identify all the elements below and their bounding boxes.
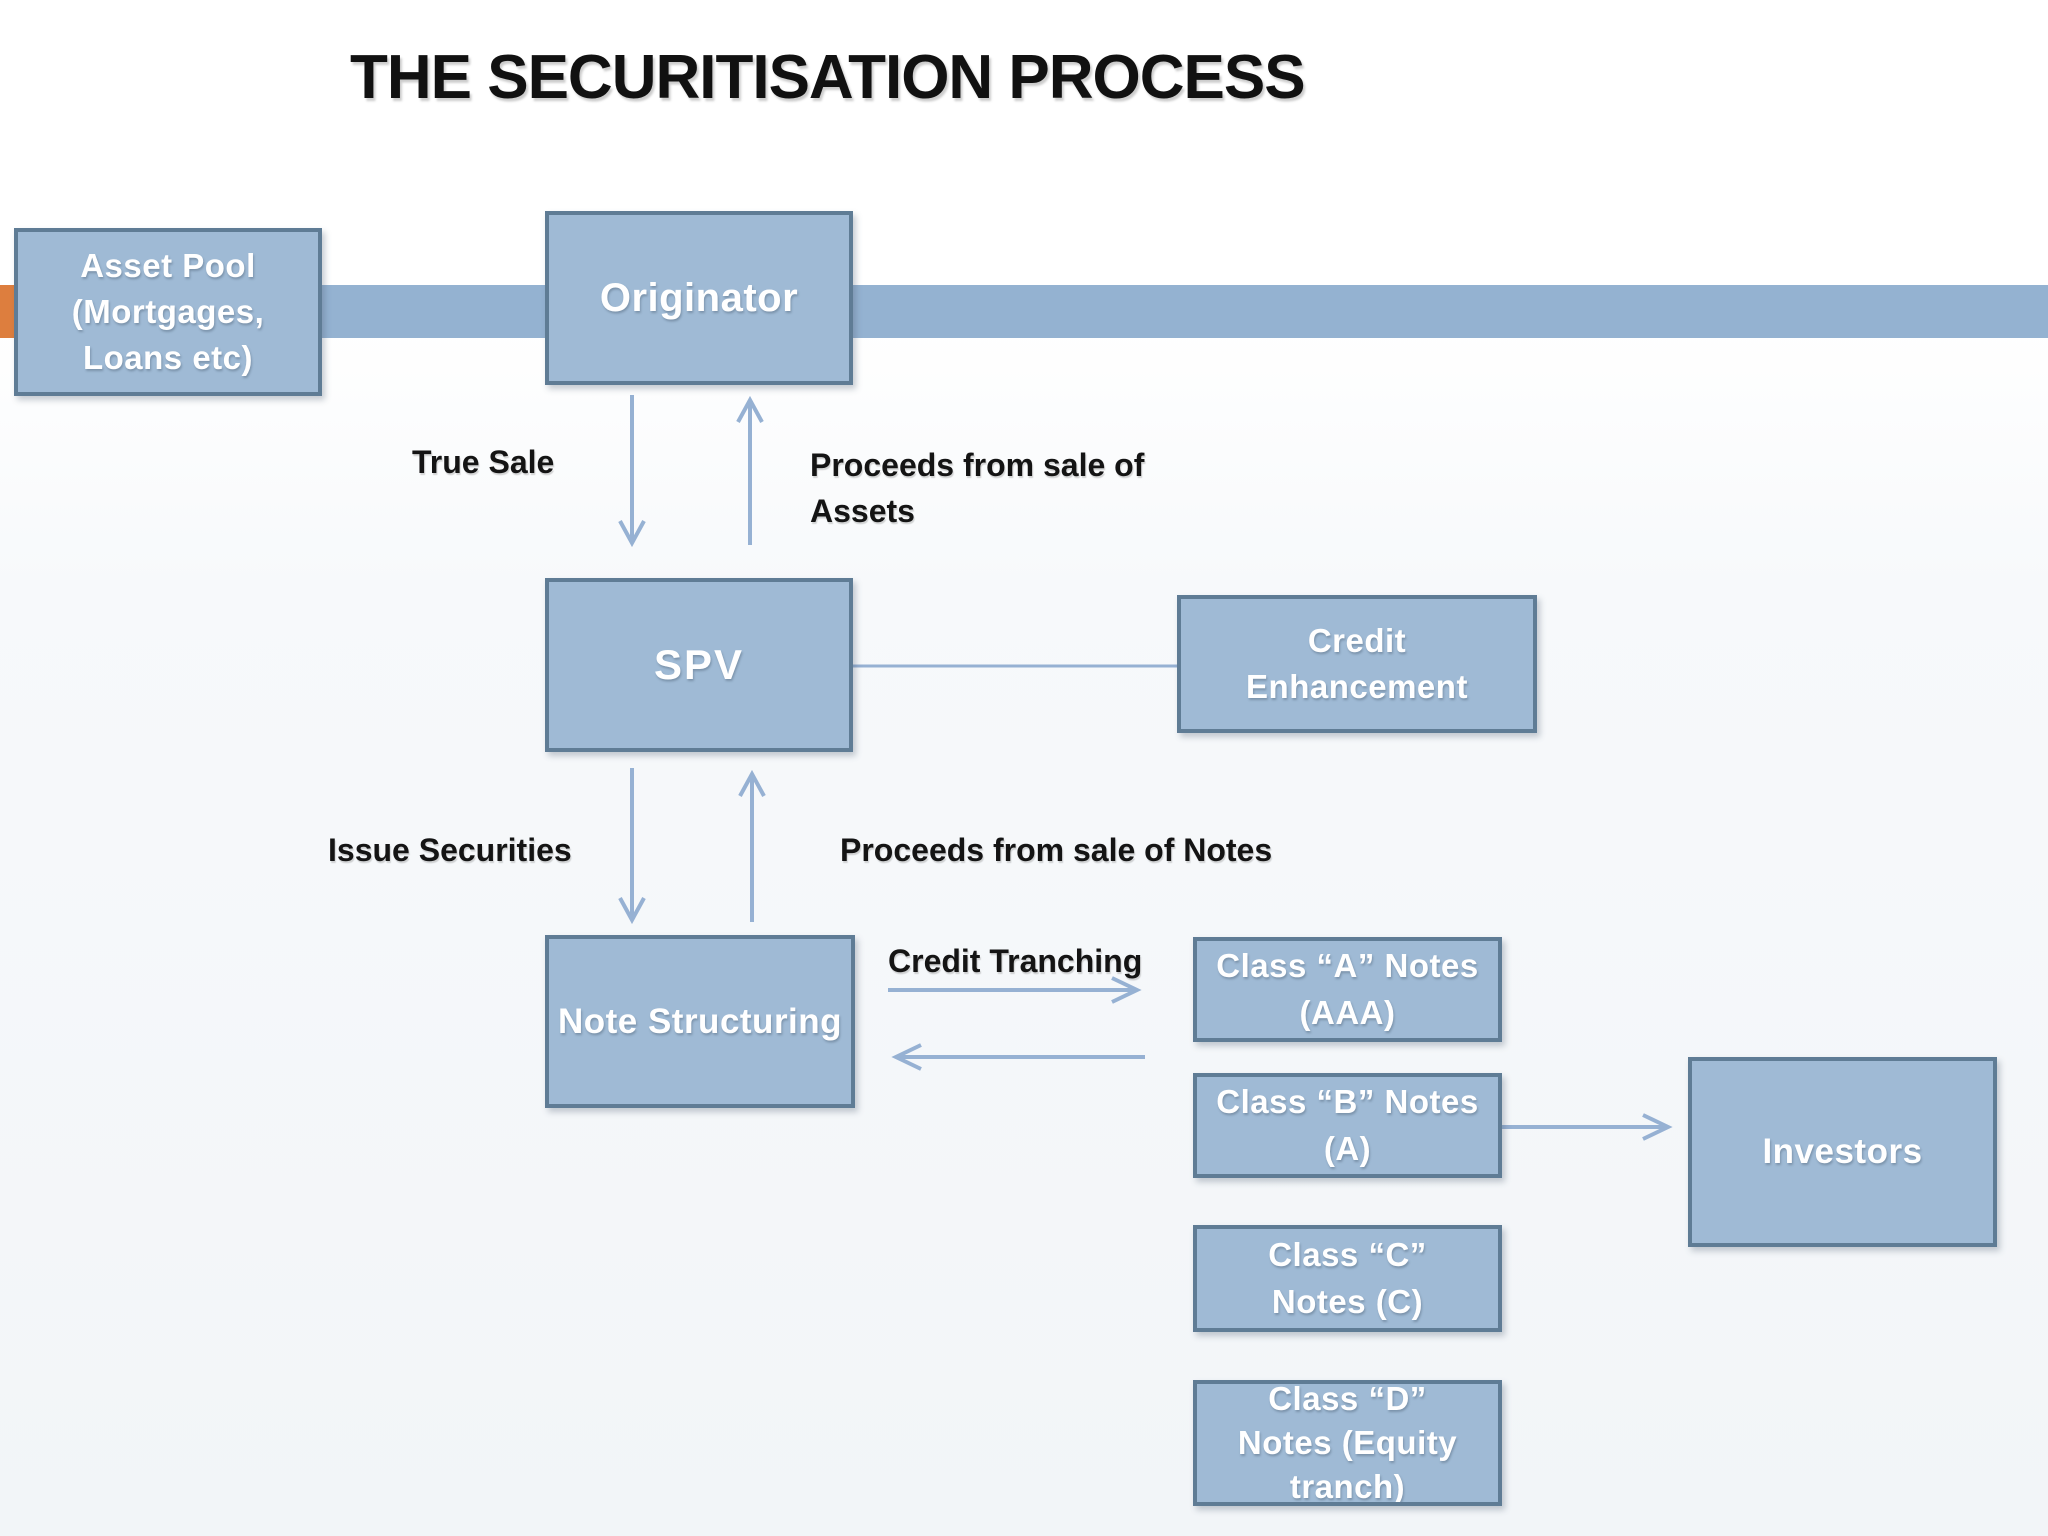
proceeds-assets-up-arrow <box>736 395 764 545</box>
label-credit-tranching: Credit Tranching <box>888 943 1143 979</box>
node-line: (Mortgages, <box>71 292 265 330</box>
node-line: Investors <box>1762 1132 1923 1171</box>
node-class-d-notes: Class “D” Notes (Equity tranch) <box>1193 1380 1502 1506</box>
node-line: Originator <box>599 275 799 320</box>
tranching-return-left-arrow <box>891 1043 1145 1071</box>
proceeds-notes-up-arrow <box>738 769 766 922</box>
node-class-a-notes: Class “A” Notes (AAA) <box>1193 937 1502 1042</box>
classb-investors-arrow <box>1502 1113 1673 1141</box>
node-line: (AAA) <box>1299 993 1396 1031</box>
node-line: Notes (C) <box>1271 1282 1424 1320</box>
node-line: (A) <box>1323 1129 1372 1167</box>
true-sale-down-arrow <box>618 395 646 548</box>
node-line: Notes (Equity <box>1237 1424 1458 1462</box>
label-proceeds-from-sale-of-assets: Proceeds from sale of Assets <box>810 447 1145 530</box>
node-class-b-notes: Class “B” Notes (A) <box>1193 1073 1502 1178</box>
issue-securities-down-arrow <box>618 768 646 925</box>
node-investors: Investors <box>1688 1057 1997 1247</box>
node-credit-enhancement: Credit Enhancement <box>1177 595 1537 733</box>
label-issue-securities: Issue Securities <box>328 832 572 868</box>
label-true-sale: True Sale <box>412 444 555 480</box>
node-line: Class “D” <box>1268 1380 1427 1418</box>
node-line: Asset Pool <box>80 246 256 284</box>
credit-tranching-right-arrow <box>888 976 1142 1004</box>
node-line: Loans etc) <box>82 339 254 377</box>
node-line: Credit <box>1307 621 1407 659</box>
node-asset-pool: Asset Pool (Mortgages, Loans etc) <box>14 228 322 396</box>
top-horizontal-bar <box>0 285 2048 338</box>
page-title: THE SECURITISATION PROCESS <box>350 43 1306 112</box>
node-line: Class “A” Notes <box>1216 947 1479 985</box>
node-class-c-notes: Class “C” Notes (C) <box>1193 1225 1502 1332</box>
node-spv: SPV <box>545 578 853 752</box>
label-proceeds-from-sale-of-notes: Proceeds from sale of Notes <box>840 832 1273 868</box>
node-line: Note Structuring <box>557 1001 843 1041</box>
orange-accent-bar <box>0 285 16 338</box>
node-line: tranch) <box>1289 1467 1406 1505</box>
node-line: Enhancement <box>1246 668 1468 705</box>
node-line: Class “B” Notes <box>1216 1083 1479 1121</box>
node-line: Class “C” <box>1268 1236 1427 1274</box>
node-note-structuring: Note Structuring <box>545 935 855 1108</box>
node-originator: Originator <box>545 211 853 385</box>
node-line: SPV <box>653 641 745 688</box>
